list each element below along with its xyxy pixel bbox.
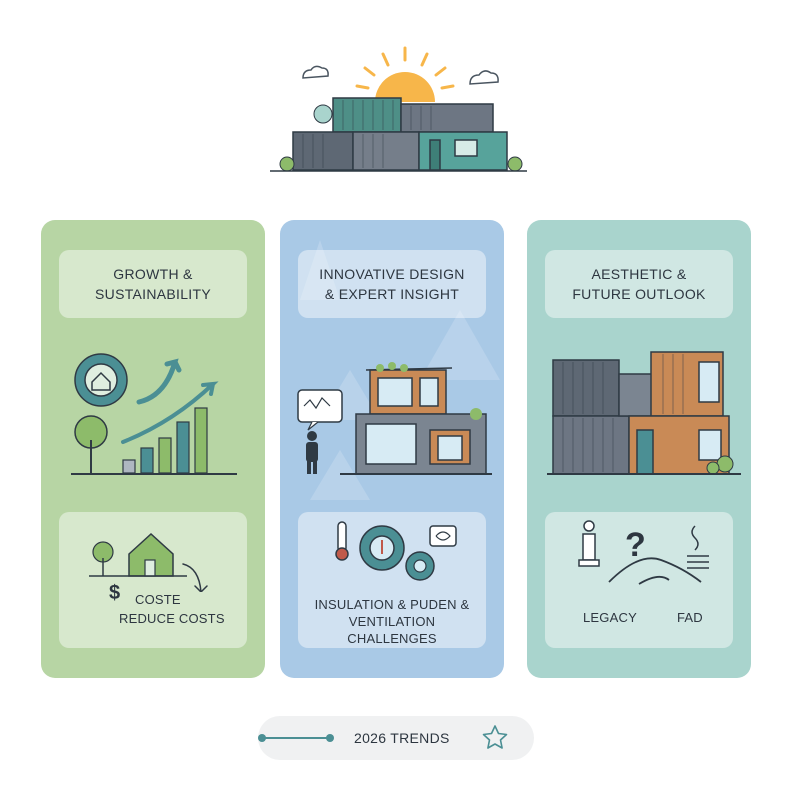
- panel-title-card: AESTHETIC & FUTURE OUTLOOK: [545, 250, 733, 318]
- trends-footer-pill: 2026 TRENDS: [258, 716, 534, 760]
- legacy-label: LEGACY: [583, 610, 637, 625]
- trend-waves-icon: [687, 525, 709, 569]
- road-fork-icon: [608, 557, 702, 585]
- legacy-fad-card: ? LEGACY FAD: [545, 512, 733, 648]
- curved-arrow-icon: [136, 358, 182, 405]
- challenges-card: INSULATION & PUDEN & VENTILATION CHALLEN…: [298, 512, 486, 648]
- gear-icon: [405, 551, 435, 581]
- tree-icon: [92, 541, 114, 576]
- crossroads-illustration: [578, 520, 709, 585]
- down-arrow-icon: [182, 563, 208, 592]
- panel-growth-sustainability: GROWTH & SUSTAINABILITY: [41, 220, 265, 678]
- reduce-costs-label: REDUCE COSTS: [119, 611, 225, 626]
- panel-title: GROWTH & SUSTAINABILITY: [95, 266, 211, 302]
- tree-icon: [74, 415, 108, 473]
- shrub-icon: [279, 104, 523, 172]
- cloud-icon: [302, 65, 499, 85]
- fad-label: FAD: [677, 610, 703, 625]
- modern-house-illustration: [297, 362, 492, 475]
- expert-person-icon: [306, 431, 318, 474]
- climate-control-illustration: [335, 521, 457, 581]
- panel-title-card: INNOVATIVE DESIGN & EXPERT INSIGHT: [298, 250, 486, 318]
- cost-label: COSTE: [135, 592, 181, 607]
- pillar-icon: [578, 520, 600, 567]
- cost-reduction-card: $ COSTE REDUCE COSTS: [59, 512, 247, 648]
- speech-bubble-chart-icon: [297, 389, 343, 431]
- container-building-icon: [552, 351, 730, 475]
- trend-arrow-icon: [121, 381, 219, 444]
- bar-chart-icon: [122, 407, 208, 474]
- panel-aesthetic-future: AESTHETIC & FUTURE OUTLOOK: [527, 220, 751, 678]
- panel-title: AESTHETIC & FUTURE OUTLOOK: [572, 266, 706, 302]
- challenges-label: INSULATION & PUDEN & VENTILATION CHALLEN…: [314, 597, 470, 646]
- thermometer-icon: [335, 521, 349, 561]
- question-mark-icon: ?: [625, 526, 646, 564]
- slider-line-icon: [258, 725, 508, 749]
- sun-icon: [355, 46, 455, 102]
- panel-innovative-design: INNOVATIVE DESIGN & EXPERT INSIGHT: [280, 220, 504, 678]
- container-home-illustration: [547, 351, 741, 475]
- modern-house-icon: [355, 367, 487, 475]
- dollar-sign-icon: $: [109, 582, 121, 604]
- growth-chart-illustration: [71, 353, 237, 475]
- roof-plants-icon: [376, 362, 482, 420]
- gear-home-icon: [74, 353, 128, 407]
- panel-title-card: GROWTH & SUSTAINABILITY: [59, 250, 247, 318]
- ventilation-icon: [429, 525, 457, 547]
- home-cost-illustration: [89, 532, 208, 592]
- shrub-icon: [706, 455, 734, 475]
- panel-title: INNOVATIVE DESIGN & EXPERT INSIGHT: [319, 266, 465, 302]
- star-icon: [482, 725, 508, 749]
- house-icon: [128, 532, 174, 577]
- gear-thermometer-icon: [359, 525, 405, 571]
- hero-container-house-illustration: [270, 46, 527, 172]
- trends-label: 2026 TRENDS: [354, 730, 450, 746]
